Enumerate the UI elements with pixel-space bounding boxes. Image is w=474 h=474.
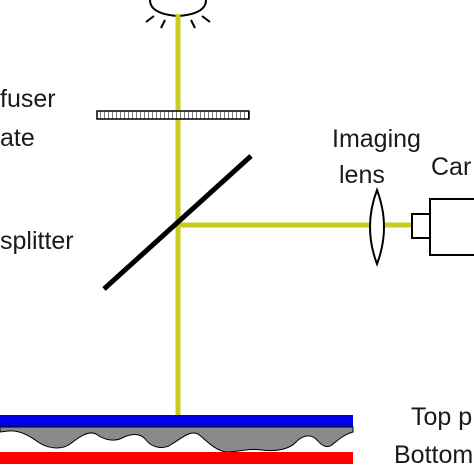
- bottom-plate: [0, 452, 353, 464]
- bottom-plate-label: Bottom: [394, 441, 473, 469]
- diffuser-label-line2: ate: [0, 124, 35, 152]
- diffuser-label-line1: fuser: [0, 85, 56, 113]
- camera: [411, 198, 474, 256]
- camera-label: Car: [431, 153, 471, 181]
- imaging-lens-label-line2: lens: [339, 161, 385, 189]
- diffuser-plate: [96, 110, 250, 120]
- light-bulb: [149, 0, 207, 18]
- camera-lens-mount: [411, 213, 431, 239]
- imaging-lens: [369, 187, 385, 267]
- beamsplitter: [102, 154, 253, 291]
- light-rays: [145, 15, 211, 29]
- camera-body: [429, 198, 474, 256]
- beamsplitter-label: splitter: [0, 227, 74, 255]
- imaging-lens-label-line1: Imaging: [332, 125, 421, 153]
- top-plate-label: Top p: [411, 403, 472, 431]
- sample-surface: [0, 426, 354, 453]
- top-plate: [0, 415, 353, 427]
